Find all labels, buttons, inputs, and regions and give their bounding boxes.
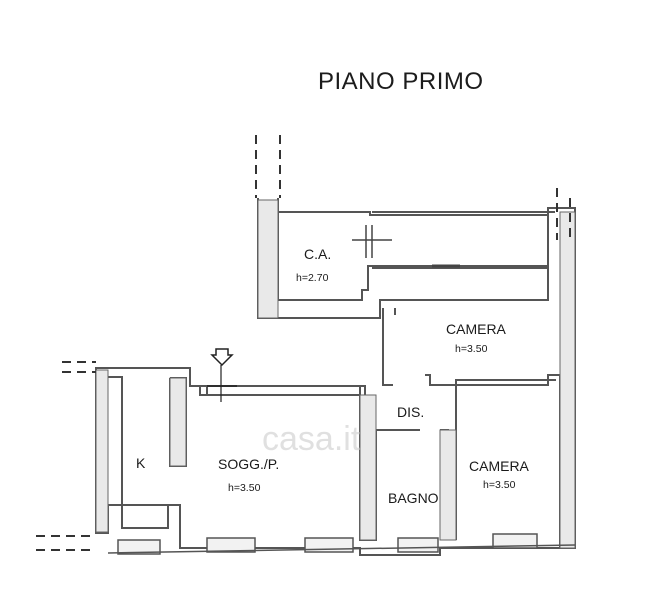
wall-strip-k [169, 377, 187, 467]
window-bagno [397, 537, 439, 553]
wall-strip-dis [359, 394, 377, 541]
room-ca-name: C.A. [304, 246, 332, 262]
plan-title: PIANO PRIMO [318, 68, 484, 95]
soggiorno-wall [200, 385, 366, 395]
entrance-arrow-icon [207, 348, 237, 402]
window-k [117, 539, 161, 555]
room-ca-height: h=2.70 [296, 272, 329, 284]
wall-strip-ca [257, 199, 279, 319]
room-bagno-name: BAGNO [388, 490, 439, 506]
outer-wall-outline [95, 198, 576, 556]
room-soggiorno-name: SOGG./P. [218, 456, 280, 472]
room-camera-2-name: CAMERA [469, 458, 529, 474]
bottom-outline [107, 544, 576, 554]
room-soggiorno-height: h=3.50 [228, 482, 261, 494]
camera2-wall [455, 379, 556, 385]
room-dis-name: DIS. [397, 404, 425, 420]
wall-strip-bagno [439, 429, 457, 541]
room-camera-1-height: h=3.50 [455, 343, 488, 355]
room-camera-2-height: h=3.50 [483, 479, 516, 491]
window-sogg-1 [206, 537, 256, 553]
wall-strip-left [95, 369, 109, 533]
left-wall [108, 376, 169, 529]
outer-wall-inner [277, 198, 549, 301]
watermark: casa.it [262, 420, 361, 458]
room-camera-1-name: CAMERA [446, 321, 506, 337]
wall-strip-right [559, 211, 576, 549]
window-camera [492, 533, 538, 549]
room-k-name: K [136, 455, 146, 471]
top-wall-ca [372, 211, 555, 269]
